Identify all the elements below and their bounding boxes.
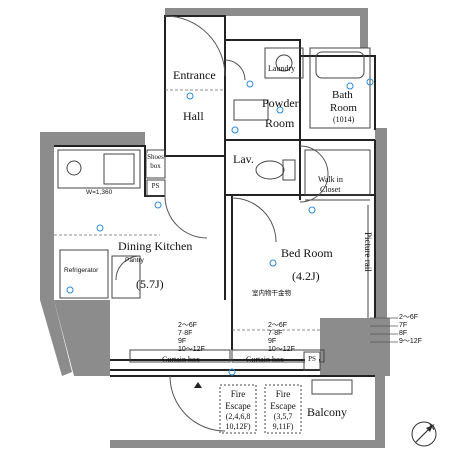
floor-note: 10～12F bbox=[268, 346, 295, 353]
laundry-label: Laundry bbox=[268, 64, 296, 73]
fire-escape-floors-1: (2,4,6,8 bbox=[225, 412, 251, 421]
floor-note: 2～6F bbox=[399, 314, 419, 321]
picture-rail-label: Picture rail bbox=[363, 232, 373, 272]
direction-marker bbox=[194, 382, 202, 388]
floor-note: 7·8F bbox=[178, 330, 193, 337]
bathroom-label-2: Room bbox=[330, 102, 357, 114]
compass-icon bbox=[411, 421, 437, 447]
dining-kitchen-label: Dining Kitchen bbox=[118, 239, 193, 253]
bedroom-size: (4.2J) bbox=[292, 269, 320, 283]
floor-notes-outer: 2～6F 7F 8F 9～12F bbox=[399, 314, 422, 346]
hall-label: Hall bbox=[183, 109, 204, 123]
floor-note: 9F bbox=[178, 338, 187, 345]
fire-escape-floors-2: 10,12F) bbox=[225, 422, 251, 431]
entrance-label: Entrance bbox=[173, 68, 216, 82]
floor-note: 7·8F bbox=[268, 330, 283, 337]
fire-escape-title-1: Fire bbox=[275, 389, 291, 399]
ps-left: PS bbox=[148, 182, 163, 194]
lav-label: Lav. bbox=[233, 152, 254, 166]
compass-label: N bbox=[429, 423, 435, 432]
shoes-box-label-2: box bbox=[150, 162, 161, 170]
fire-escape-floors-2: 9,11F) bbox=[272, 422, 294, 431]
structural-walls bbox=[40, 8, 390, 448]
dining-kitchen-size: (5.7J) bbox=[136, 277, 164, 291]
curtain-box-right: Curtain box bbox=[246, 355, 284, 364]
powder-room-label-1: Powder bbox=[262, 96, 299, 110]
floor-note: 10～12F bbox=[178, 346, 205, 353]
width-dimension: W=1,360 bbox=[86, 189, 113, 196]
floor-notes-right: 2～6F 7·8F 9F 10～12F bbox=[268, 322, 295, 354]
floor-note: 2～6F bbox=[178, 322, 198, 329]
pantry-label: Pantry bbox=[125, 257, 144, 264]
indoor-drying-hardware: 室内物干金物 bbox=[252, 290, 291, 297]
interior-walls bbox=[54, 15, 376, 377]
shoes-box: Shoes box bbox=[147, 153, 164, 177]
fire-escape-floors-1: (3,5,7 bbox=[273, 412, 293, 421]
balcony-label: Balcony bbox=[307, 405, 347, 419]
fire-escape-odd: Fire Escape (3,5,7 9,11F) bbox=[265, 388, 301, 432]
curtain-box-left: Curtain box bbox=[162, 355, 200, 364]
bathroom-size: (1014) bbox=[333, 115, 355, 124]
floor-note: 9F bbox=[268, 338, 277, 345]
bathroom-label-1: Bath bbox=[332, 89, 353, 101]
bedroom-label: Bed Room bbox=[281, 246, 333, 260]
floor-notes-left: 2～6F 7·8F 9F 10～12F bbox=[178, 322, 205, 354]
fire-escape-even: Fire Escape (2,4,6,8 10,12F) bbox=[220, 388, 256, 432]
floor-note: 8F bbox=[399, 330, 408, 337]
door-swings bbox=[115, 15, 329, 432]
ps-right: PS bbox=[305, 355, 319, 367]
fire-escape-title-2: Escape bbox=[270, 401, 296, 411]
floor-note: 2～6F bbox=[268, 322, 288, 329]
electrical-symbols bbox=[66, 78, 374, 376]
floor-note-leaders bbox=[370, 317, 398, 343]
dashed-lines bbox=[54, 89, 320, 331]
fire-escape-title-1: Fire bbox=[230, 389, 246, 399]
powder-room-label-2: Room bbox=[265, 116, 295, 130]
floor-note: 7F bbox=[399, 322, 408, 329]
walkin-closet-label-2: Closet bbox=[320, 185, 341, 194]
refrigerator-label: Refrigerator bbox=[64, 267, 99, 274]
floor-note: 9～12F bbox=[399, 338, 422, 345]
walkin-closet-label-1: Walk in bbox=[318, 175, 343, 184]
shoes-box-label-1: Shoes bbox=[147, 153, 164, 161]
fire-escape-title-2: Escape bbox=[225, 401, 251, 411]
